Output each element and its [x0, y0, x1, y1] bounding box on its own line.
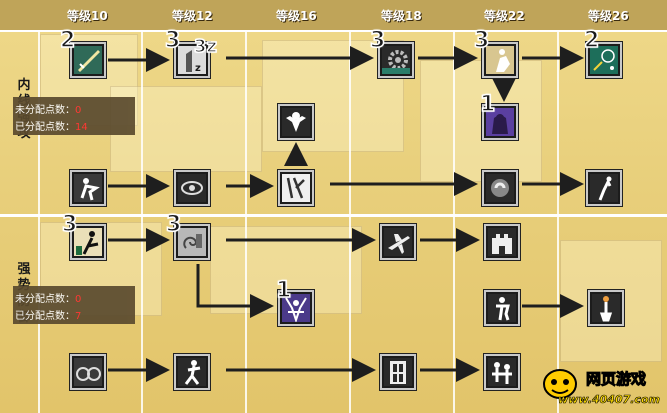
column-divider	[349, 30, 351, 413]
crowd-players-icon	[488, 358, 516, 386]
skill-gorilla[interactable]	[482, 104, 518, 140]
door-icon	[384, 358, 412, 386]
skill-sleep-z[interactable]: z	[174, 42, 210, 78]
airplane-icon	[384, 228, 412, 256]
level-header-22: 等级22	[484, 9, 525, 23]
level-header-16: 等级16	[276, 9, 317, 23]
eye-icon	[178, 174, 206, 202]
skill-rank: 2	[59, 27, 76, 54]
muscle-man-icon	[282, 108, 310, 136]
sleep-z-icon: z	[178, 46, 206, 74]
driving-player-icon	[74, 174, 102, 202]
skill-jump-shot[interactable]	[586, 170, 622, 206]
offense-unassigned-row: 未分配点数：0	[15, 101, 81, 116]
skill-spiky-figure[interactable]	[278, 290, 314, 326]
skill-block-hand[interactable]	[588, 290, 624, 326]
skill-court-diagram[interactable]	[586, 42, 622, 78]
tangled-player-icon	[282, 174, 310, 202]
assigned-label: 已分配点数：	[15, 311, 75, 322]
mascot-logo-icon	[543, 369, 577, 399]
column-divider	[557, 30, 559, 413]
skill-rank: 3	[164, 27, 181, 54]
skill-rebound-player[interactable]	[174, 354, 210, 390]
skill-door[interactable]	[380, 354, 416, 390]
column-divider	[141, 30, 143, 413]
castle-icon	[488, 228, 516, 256]
column-divider	[453, 30, 455, 413]
skill-airplane[interactable]	[380, 224, 416, 260]
skill-driving-player[interactable]	[70, 170, 106, 206]
level-header-bar	[0, 0, 667, 32]
skill-gear-swirl[interactable]	[482, 170, 518, 206]
standing-player-icon	[488, 294, 516, 322]
rebound-player-icon	[178, 358, 206, 386]
logo-url: www.40407.com	[558, 393, 661, 407]
block-hand-icon	[592, 294, 620, 322]
svg-text:z: z	[195, 63, 201, 74]
background-art-panel	[420, 60, 542, 182]
basketballs-icon	[74, 358, 102, 386]
skill-standing-player[interactable]	[484, 290, 520, 326]
unassigned-value: 0	[75, 294, 82, 305]
sword-slash-icon	[74, 46, 102, 74]
skill-dunk-player[interactable]	[482, 42, 518, 78]
skill-eye[interactable]	[174, 170, 210, 206]
level-header-10: 等级10	[67, 9, 108, 23]
skill-gear[interactable]	[378, 42, 414, 78]
skill-rank: 2	[583, 27, 600, 54]
offense-points-panel: 未分配点数：0 已分配点数：14	[13, 97, 135, 135]
spiral-shield-icon	[178, 228, 206, 256]
connector-arrow	[196, 264, 274, 318]
site-logo: 网页游戏 www.40407.com	[540, 366, 664, 412]
skill-rank: 3	[61, 211, 78, 238]
skill-rank: 1	[479, 91, 496, 118]
skill-muscle-man[interactable]	[278, 104, 314, 140]
spiky-figure-icon	[282, 294, 310, 322]
skill-rank: 1	[275, 277, 292, 304]
skill-sword-slash[interactable]	[70, 42, 106, 78]
unassigned-value: 0	[75, 105, 82, 116]
skill-rank: 3	[165, 211, 182, 238]
skill-rank: 3	[369, 27, 386, 54]
skill-spiral-shield[interactable]	[174, 224, 210, 260]
defense-points-panel: 未分配点数：0 已分配点数：7	[13, 286, 135, 324]
skill-badge: 3z	[193, 35, 218, 58]
skill-basketballs[interactable]	[70, 354, 106, 390]
unassigned-label: 未分配点数：	[15, 294, 75, 305]
level-header-18: 等级18	[381, 9, 422, 23]
dunk-player-icon	[486, 46, 514, 74]
skill-tangled-player[interactable]	[278, 170, 314, 206]
offense-assigned-row: 已分配点数：14	[15, 118, 88, 133]
section-divider	[0, 214, 667, 217]
defense-assigned-row: 已分配点数：7	[15, 307, 81, 322]
gear-icon	[382, 46, 410, 74]
gorilla-icon	[486, 108, 514, 136]
background-art-panel	[110, 86, 262, 172]
defense-unassigned-row: 未分配点数：0	[15, 290, 81, 305]
jump-shot-icon	[590, 174, 618, 202]
skill-crowd-players[interactable]	[484, 354, 520, 390]
level-header-12: 等级12	[172, 9, 213, 23]
assigned-label: 已分配点数：	[15, 122, 75, 133]
column-divider	[38, 30, 40, 413]
court-diagram-icon	[590, 46, 618, 74]
column-divider	[245, 30, 247, 413]
gear-swirl-icon	[486, 174, 514, 202]
skill-castle[interactable]	[484, 224, 520, 260]
skill-kick-fighter[interactable]	[70, 224, 106, 260]
assigned-value: 14	[75, 122, 88, 133]
logo-title: 网页游戏	[585, 370, 647, 389]
kick-fighter-icon	[74, 228, 102, 256]
level-header-26: 等级26	[588, 9, 629, 23]
unassigned-label: 未分配点数：	[15, 105, 75, 116]
assigned-value: 7	[75, 311, 82, 322]
skill-rank: 3	[473, 27, 490, 54]
